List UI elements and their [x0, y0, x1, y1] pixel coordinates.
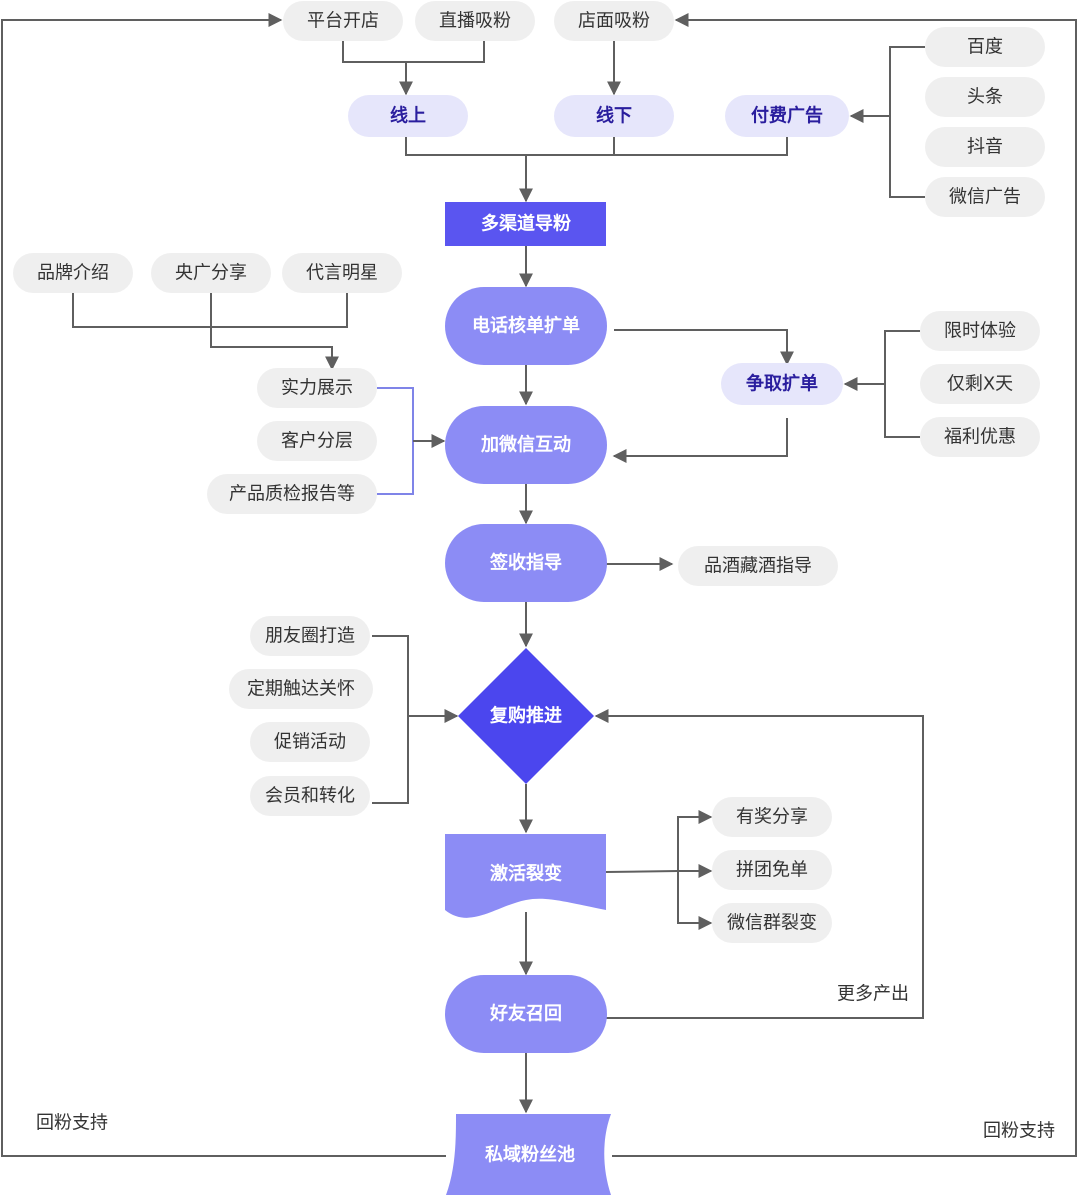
- step-friend-recall[interactable]: [445, 975, 607, 1053]
- tag-offline[interactable]: [554, 95, 674, 137]
- step-activate[interactable]: [445, 834, 606, 918]
- step-private-pool[interactable]: [446, 1114, 611, 1195]
- bracket-repurchase-inputs: [372, 635, 409, 804]
- pill-expand-item-2[interactable]: [920, 417, 1040, 457]
- pill-wine-guide[interactable]: [678, 546, 838, 586]
- pill-ad-platform-0[interactable]: [925, 27, 1045, 67]
- pill-expand-item-0[interactable]: [920, 311, 1040, 351]
- pill-repurchase-input-0-label: 朋友圈打造: [265, 626, 355, 647]
- pill-store-front-label: 店面吸粉: [578, 11, 650, 32]
- step-sign-guide[interactable]: [445, 524, 607, 602]
- connector-sources-merge: [342, 40, 485, 63]
- step-multi-channel-label: 多渠道导粉: [481, 213, 571, 235]
- bracket-ad-platforms: [889, 46, 925, 198]
- tag-online[interactable]: [348, 95, 468, 137]
- step-multi-channel[interactable]: [445, 202, 606, 246]
- tag-offline-label: 线下: [596, 105, 632, 127]
- step-private-pool-label: 私域粉丝池: [485, 1144, 575, 1166]
- arrow-to-expand: [614, 329, 794, 366]
- connector-activate-out: [605, 870, 679, 873]
- bracket-wechat-inputs: [377, 387, 414, 495]
- pill-repurchase-input-3[interactable]: [250, 776, 370, 816]
- pill-repurchase-input-1-label: 定期触达关怀: [247, 679, 355, 700]
- pill-store-front[interactable]: [554, 1, 674, 41]
- pill-fission-2-label: 微信群裂变: [727, 913, 817, 934]
- pill-segment-label: 客户分层: [281, 431, 353, 452]
- pill-repurchase-input-1[interactable]: [229, 669, 373, 709]
- bracket-expand-items: [884, 330, 920, 438]
- step-friend-recall-label: 好友召回: [489, 1003, 562, 1025]
- pill-repurchase-input-2[interactable]: [250, 722, 370, 762]
- pill-segment[interactable]: [257, 421, 377, 461]
- pill-ad-platform-3-label: 微信广告: [949, 187, 1021, 208]
- pill-quality-report[interactable]: [207, 474, 377, 514]
- pill-celebrity[interactable]: [282, 253, 402, 293]
- pill-fission-0[interactable]: [712, 797, 832, 837]
- pill-ad-platform-0-label: 百度: [967, 37, 1003, 58]
- arrow-return-right-loop: [612, 13, 1077, 1157]
- pill-expand-item-1[interactable]: [920, 364, 1040, 404]
- arrow-expand-to-wechat: [612, 418, 788, 463]
- label-return-right: 回粉支持: [983, 1121, 1055, 1142]
- pill-fission-1[interactable]: [712, 850, 832, 890]
- pill-cnr-share-label: 央广分享: [175, 263, 247, 284]
- tag-online-label: 线上: [390, 105, 426, 127]
- pill-ad-platform-3[interactable]: [925, 177, 1045, 217]
- step-sign-guide-label: 签收指导: [489, 552, 562, 574]
- pill-expand-item-0-label: 限时体验: [944, 321, 1016, 342]
- tag-paid-ads[interactable]: [725, 95, 849, 137]
- step-wechat-interact-label: 加微信互动: [480, 434, 571, 456]
- pill-cnr-share[interactable]: [151, 253, 271, 293]
- pill-fission-0-label: 有奖分享: [736, 807, 808, 828]
- pill-ad-platform-1[interactable]: [925, 77, 1045, 117]
- pill-strength[interactable]: [257, 368, 377, 408]
- label-return-left: 回粉支持: [36, 1113, 108, 1134]
- pill-ad-platform-2-label: 抖音: [967, 137, 1003, 158]
- pill-quality-report-label: 产品质检报告等: [229, 484, 355, 505]
- pill-repurchase-input-3-label: 会员和转化: [265, 786, 355, 807]
- arrow-to-strength: [210, 293, 339, 371]
- arrow-more-output-loop: [594, 709, 924, 1019]
- step-activate-label: 激活裂变: [490, 863, 562, 885]
- pill-brand-intro[interactable]: [13, 253, 133, 293]
- tag-paid-ads-label: 付费广告: [751, 105, 823, 127]
- pill-strength-label: 实力展示: [281, 378, 353, 399]
- pill-repurchase-input-2-label: 促销活动: [274, 732, 346, 753]
- pill-ad-platform-2[interactable]: [925, 127, 1045, 167]
- tag-expand[interactable]: [721, 363, 843, 405]
- pill-fission-2[interactable]: [712, 903, 832, 943]
- step-repurchase-label: 复购推进: [489, 705, 562, 727]
- pill-repurchase-input-0[interactable]: [250, 616, 370, 656]
- pill-fission-1-label: 拼团免单: [736, 860, 808, 881]
- step-phone-check-label: 电话核单扩单: [472, 315, 580, 337]
- connector-channels-merge: [405, 137, 788, 156]
- pill-brand-intro-label: 品牌介绍: [37, 263, 109, 284]
- pill-live-stream-label: 直播吸粉: [439, 11, 511, 32]
- tag-expand-label: 争取扩单: [746, 373, 818, 395]
- step-repurchase[interactable]: [458, 648, 594, 784]
- pill-platform-store-label: 平台开店: [307, 11, 379, 32]
- step-wechat-interact[interactable]: [445, 406, 607, 484]
- pill-live-stream[interactable]: [415, 1, 535, 41]
- pill-ad-platform-1-label: 头条: [967, 87, 1003, 108]
- pill-expand-item-1-label: 仅剩X天: [947, 374, 1013, 395]
- label-more-output: 更多产出: [837, 984, 909, 1005]
- step-phone-check[interactable]: [445, 287, 607, 365]
- pill-platform-store[interactable]: [283, 1, 403, 41]
- pill-wine-guide-label: 品酒藏酒指导: [704, 556, 812, 577]
- pill-expand-item-2-label: 福利优惠: [944, 427, 1016, 448]
- arrow-return-left-loop: [1, 13, 446, 1157]
- pill-celebrity-label: 代言明星: [306, 263, 378, 284]
